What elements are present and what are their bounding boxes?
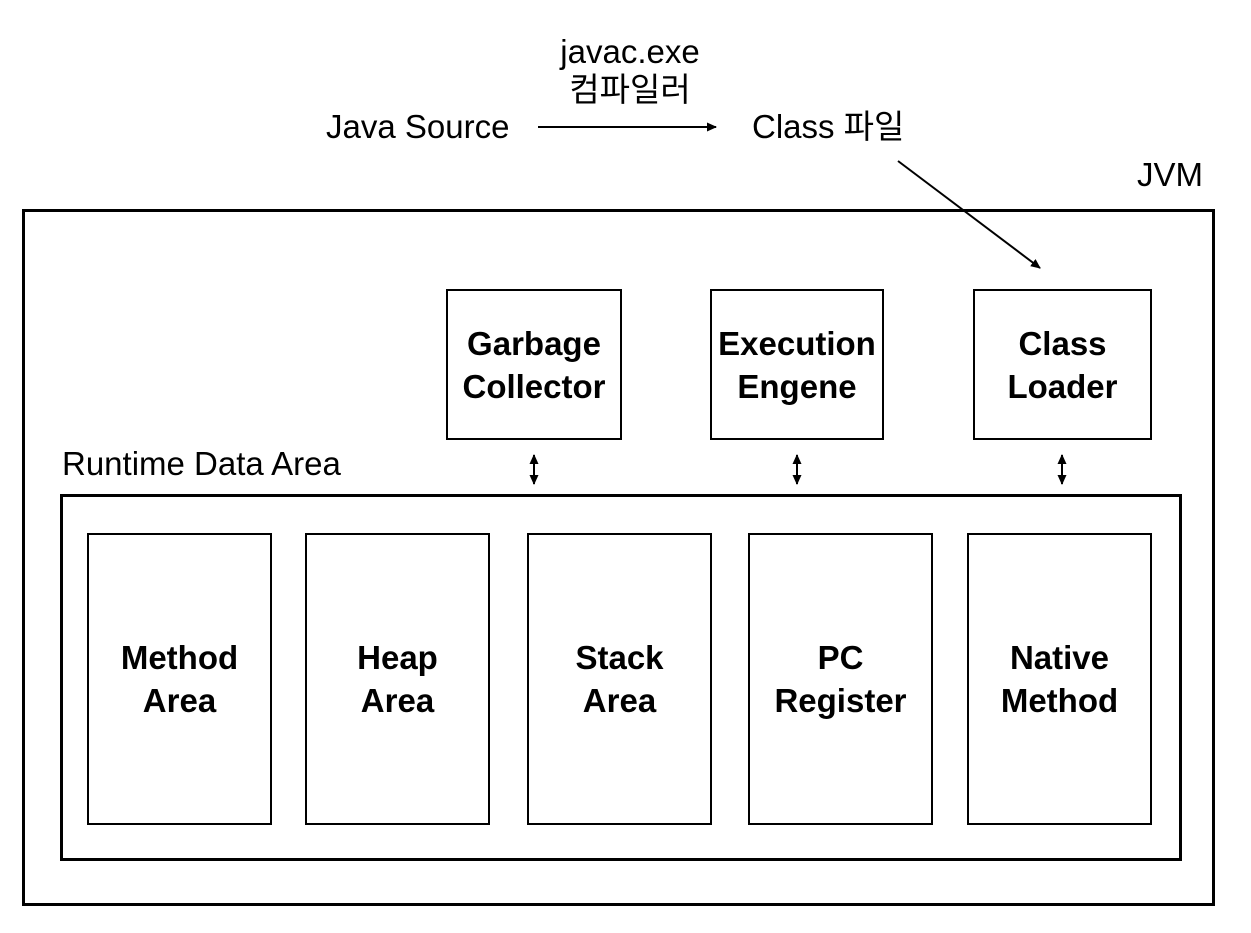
execution-engine-label: Execution Engene: [718, 324, 876, 405]
garbage-collector-box: Garbage Collector: [446, 289, 622, 440]
stack-area-box: Stack Area: [527, 533, 712, 825]
jvm-title: JVM: [1137, 156, 1203, 193]
native-method-label: Native Method: [1000, 639, 1119, 719]
heap-area-label: Heap Area: [357, 639, 438, 719]
native-method-box: Native Method: [967, 533, 1152, 825]
jvm-box: Garbage Collector Execution Engene Class…: [22, 209, 1215, 906]
pc-register-box: PC Register: [748, 533, 933, 825]
pc-register-label: PC Register: [774, 639, 907, 719]
compiler-label: javac.exe 컴파일러: [560, 33, 700, 108]
class-loader-box: Class Loader: [973, 289, 1152, 440]
runtime-data-area-box: Method Area Heap Area Stack Area PC Regi…: [60, 494, 1182, 861]
class-loader-label: Class Loader: [1007, 324, 1118, 405]
garbage-collector-label: Garbage Collector: [462, 324, 606, 405]
execution-engine-box: Execution Engene: [710, 289, 884, 440]
stack-area-label: Stack Area: [575, 639, 664, 719]
java-source-label: Java Source: [326, 108, 510, 145]
class-file-label: Class 파일: [752, 108, 905, 145]
method-area-box: Method Area: [87, 533, 272, 825]
method-area-label: Method Area: [120, 639, 239, 719]
heap-area-box: Heap Area: [305, 533, 490, 825]
runtime-data-area-title: Runtime Data Area: [62, 445, 341, 482]
